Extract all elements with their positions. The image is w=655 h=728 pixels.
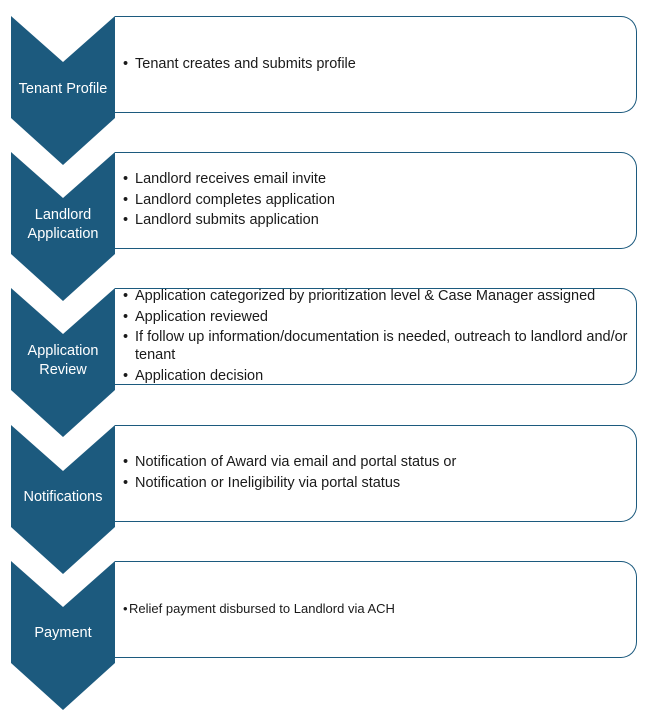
list-item: If follow up information/documentation i… xyxy=(123,328,633,364)
list-item: Relief payment disbursed to Landlord via… xyxy=(123,600,633,618)
stage-label-application-review: Application Review xyxy=(27,343,99,378)
chevron-landlord-application xyxy=(11,152,115,301)
list-item: Application reviewed xyxy=(123,308,633,326)
list-item: Notification or Ineligibility via portal… xyxy=(123,474,633,492)
stage-list-application-review: Application categorized by prioritizatio… xyxy=(123,287,633,387)
chevron-payment xyxy=(11,561,115,710)
stage-list-tenant-profile: Tenant creates and submits profile xyxy=(123,55,633,76)
stage-label-landlord-application: Landlord Application xyxy=(27,207,99,242)
stage-list-payment: Relief payment disbursed to Landlord via… xyxy=(123,600,633,621)
list-item: Landlord receives email invite xyxy=(123,170,633,188)
stage-list-landlord-application: Landlord receives email invite Landlord … xyxy=(123,170,633,232)
stage-label-payment: Payment xyxy=(34,624,92,641)
list-item: Tenant creates and submits profile xyxy=(123,55,633,73)
stage-label-tenant-profile: Tenant Profile xyxy=(18,80,108,97)
stage-list-notifications: Notification of Award via email and port… xyxy=(123,453,633,494)
list-item: Landlord submits application xyxy=(123,211,633,229)
chevron-tenant-profile xyxy=(11,16,115,165)
list-item: Landlord completes application xyxy=(123,191,633,209)
stage-label-notifications: Notifications xyxy=(23,488,103,505)
list-item: Notification of Award via email and port… xyxy=(123,453,633,471)
chevron-notifications xyxy=(11,425,115,574)
chevron-application-review xyxy=(11,288,115,437)
list-item: Application decision xyxy=(123,367,633,385)
list-item: Application categorized by prioritizatio… xyxy=(123,287,633,305)
